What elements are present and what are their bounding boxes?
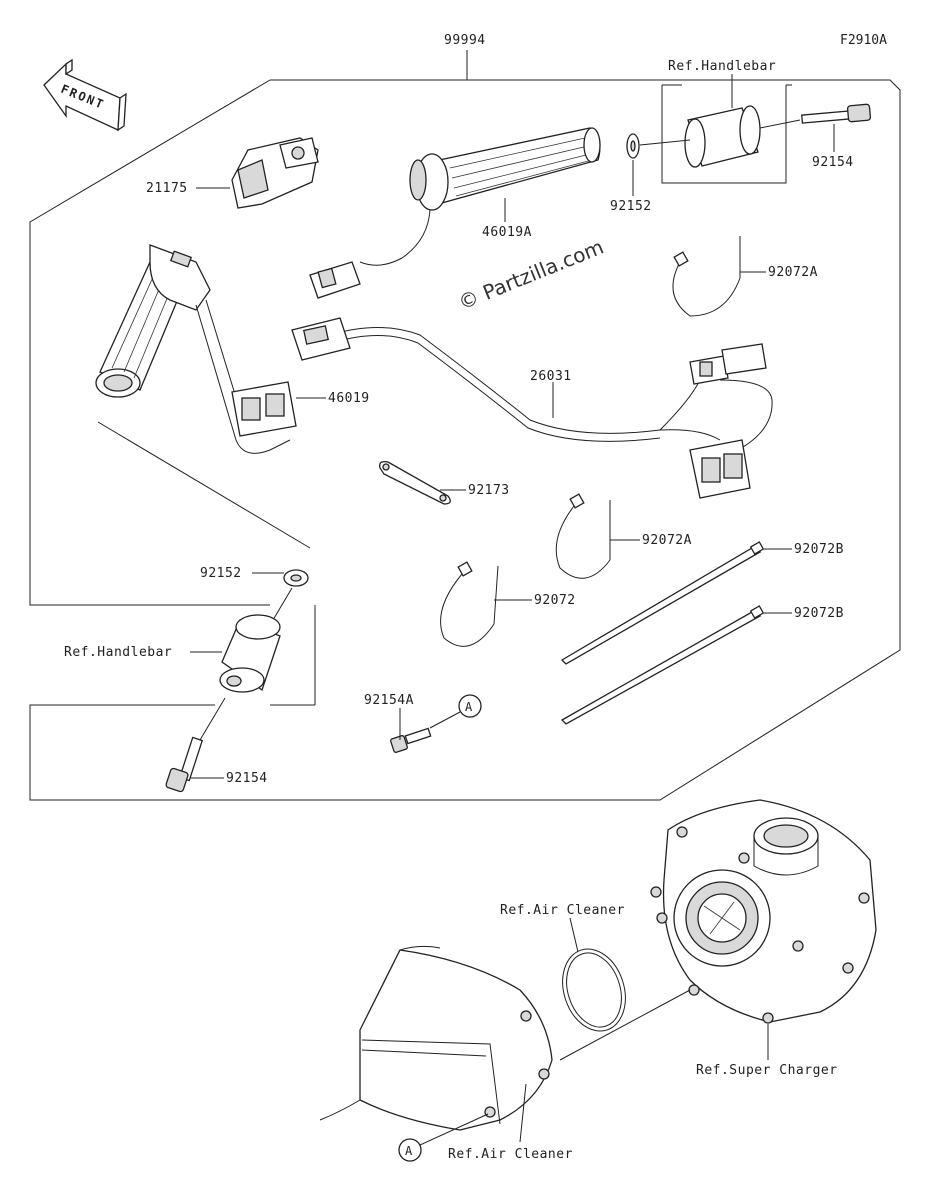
label-ref-super-charger: Ref.Super Charger xyxy=(696,1063,838,1078)
label-46019A: 46019A xyxy=(482,225,532,240)
watermark: © Partzilla.com xyxy=(455,235,607,315)
kit-outline xyxy=(29,79,901,801)
bar-end-weight-top xyxy=(684,105,761,168)
callout-a-top: A xyxy=(458,694,482,718)
label-ref-air-cleaner-bottom: Ref.Air Cleaner xyxy=(448,1147,573,1162)
leader-assembly-axis xyxy=(559,989,691,1061)
connector-26031-a xyxy=(291,317,351,361)
cable-tie-92072 xyxy=(440,561,499,647)
svg-text:A: A xyxy=(465,700,473,714)
grip-46019-cable xyxy=(195,304,291,454)
super-charger xyxy=(650,799,877,1024)
svg-text:A: A xyxy=(405,1144,413,1158)
label-26031: 26031 xyxy=(530,369,572,384)
ref-handlebar-top-bracket xyxy=(661,85,787,184)
o-ring xyxy=(562,948,626,1032)
label-46019: 46019 xyxy=(328,391,370,406)
connector-46019 xyxy=(231,381,297,437)
label-92152-left: 92152 xyxy=(200,566,242,581)
spacer-92173 xyxy=(379,460,451,505)
label-92072: 92072 xyxy=(534,593,576,608)
air-cleaner-housing xyxy=(319,945,553,1131)
label-92072A-top: 92072A xyxy=(768,265,818,280)
figure-code: F2910A xyxy=(840,33,887,48)
washer-92152-left xyxy=(283,569,309,587)
label-21175: 21175 xyxy=(146,181,188,196)
connector-46019A xyxy=(309,261,361,299)
leader-left-grip-axis xyxy=(97,421,311,549)
kit-outline-left xyxy=(29,79,271,606)
label-92072B-1: 92072B xyxy=(794,542,844,557)
label-ref-handlebar-top: Ref.Handlebar xyxy=(668,59,776,74)
cable-tie-92072A-mid xyxy=(555,493,611,579)
grip-46019A-cable xyxy=(359,209,431,266)
cable-tie-92072B-1 xyxy=(560,541,765,665)
harness-26031 xyxy=(329,327,721,441)
front-arrow-icon: FRONT xyxy=(43,58,127,132)
cable-tie-92072A-top xyxy=(672,236,741,317)
label-ref-air-cleaner-top: Ref.Air Cleaner xyxy=(500,903,625,918)
connector-26031-b xyxy=(689,343,767,385)
label-99994: 99994 xyxy=(444,33,486,48)
bolt-92154A xyxy=(390,727,432,753)
label-92072A-mid: 92072A xyxy=(642,533,692,548)
grip-46019A xyxy=(409,127,601,211)
bolt-92154-top xyxy=(801,103,872,124)
label-92152-top: 92152 xyxy=(610,199,652,214)
label-ref-handlebar-left: Ref.Handlebar xyxy=(64,645,172,660)
label-92154A: 92154A xyxy=(364,693,414,708)
bolt-92154-left xyxy=(165,736,204,793)
label-92072B-2: 92072B xyxy=(794,606,844,621)
grip-46019 xyxy=(95,244,211,398)
callout-a-bottom: A xyxy=(398,1138,422,1162)
label-92154-top: 92154 xyxy=(812,155,854,170)
bar-end-weight-left xyxy=(219,614,281,693)
label-92173: 92173 xyxy=(468,483,510,498)
cable-tie-92072B-2 xyxy=(560,605,765,725)
connector-26031-c xyxy=(689,439,751,499)
label-92154-left: 92154 xyxy=(226,771,268,786)
switch-21175 xyxy=(231,137,319,209)
washer-92152-top xyxy=(626,133,640,159)
